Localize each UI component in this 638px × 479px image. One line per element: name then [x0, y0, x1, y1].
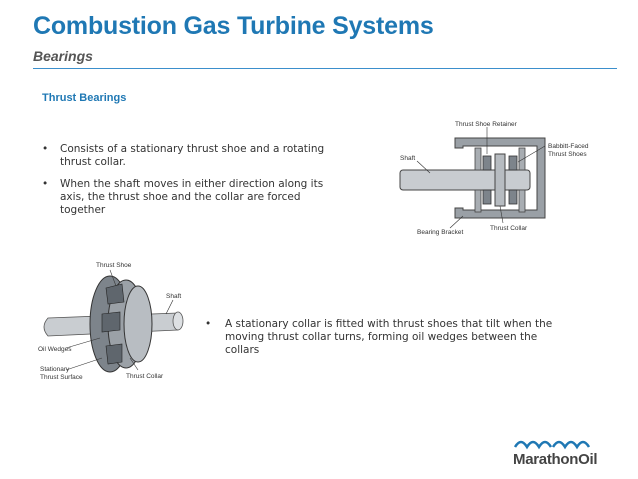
label-oil-wedges: Oil Wedges — [38, 346, 72, 353]
bullet-text: A stationary collar is fitted with thrus… — [225, 318, 553, 356]
bullet-item-bottom: • A stationary collar is fitted with thr… — [205, 318, 565, 357]
bullet-marker: • — [42, 178, 49, 190]
header-divider — [33, 68, 617, 69]
bullet-marker: • — [42, 143, 49, 155]
label-shaft: Shaft — [400, 155, 415, 162]
marathon-oil-logo-icon — [513, 440, 591, 450]
label-bearing-bracket: Bearing Bracket — [417, 229, 463, 236]
label-thrust-surface: Thrust Surface — [40, 374, 83, 381]
bullet-item: • When the shaft moves in either directi… — [42, 178, 342, 217]
page-subtitle: Bearings — [33, 48, 93, 64]
label-thrust-collar: Thrust Collar — [490, 225, 528, 232]
bullet-text: Consists of a stationary thrust shoe and… — [60, 143, 325, 168]
label-stationary: Stationary — [40, 366, 70, 373]
label-thrust-shoes: Thrust Shoes — [548, 151, 587, 158]
bullet-text: When the shaft moves in either direction… — [60, 178, 324, 216]
bullet-list-top: • Consists of a stationary thrust shoe a… — [42, 143, 342, 226]
thrust-bearing-3d-diagram: Thrust Shoe Shaft Oil Wedges Stationary … — [38, 262, 184, 381]
page-title: Combustion Gas Turbine Systems — [33, 12, 434, 40]
label-shaft: Shaft — [166, 293, 181, 300]
bullet-item: • Consists of a stationary thrust shoe a… — [42, 143, 342, 169]
thrust-bearing-cross-section-diagram: Thrust Shoe Retainer Babbitt-Faced Thrus… — [399, 121, 589, 236]
section-title: Thrust Bearings — [42, 92, 127, 104]
label-thrust-shoe: Thrust Shoe — [96, 262, 132, 269]
label-babbitt-faced: Babbitt-Faced — [548, 143, 589, 150]
logo-wordmark: MarathonOil — [513, 451, 598, 468]
label-thrust-shoe-retainer: Thrust Shoe Retainer — [455, 121, 518, 128]
label-thrust-collar: Thrust Collar — [126, 373, 164, 380]
bullet-marker: • — [205, 318, 212, 330]
